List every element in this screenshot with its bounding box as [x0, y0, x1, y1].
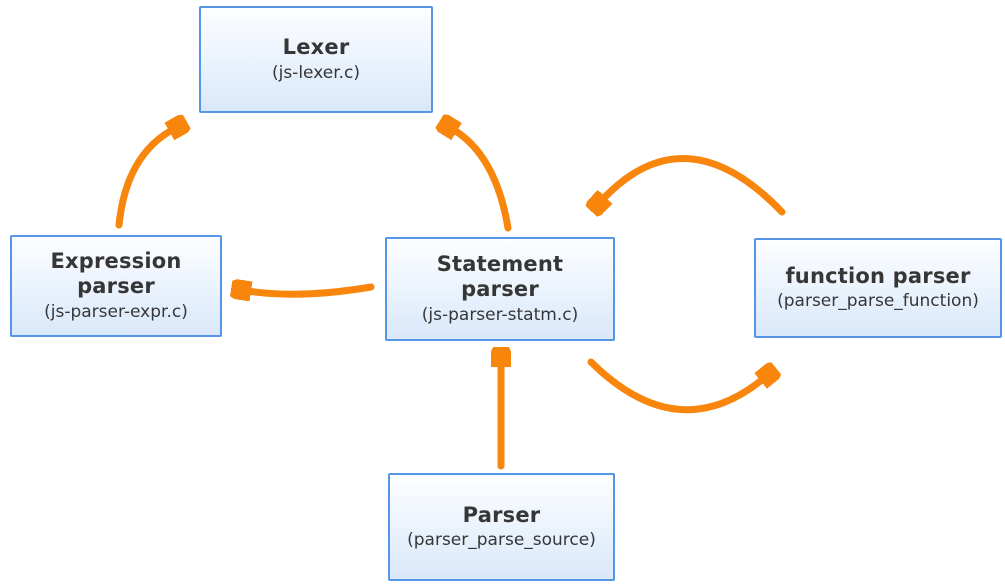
- node-expression-parser-subtitle: (js-parser-expr.c): [44, 301, 188, 322]
- node-function-parser-title: function parser: [785, 263, 971, 288]
- node-lexer: Lexer (js-lexer.c): [199, 6, 433, 113]
- arrow-statement-parser-to-lexer: [454, 130, 512, 232]
- node-parser: Parser (parser_parse_source): [388, 473, 615, 581]
- node-function-parser: function parser (parser_parse_function): [754, 238, 1002, 338]
- node-expression-parser: Expression parser (js-parser-expr.c): [10, 235, 222, 337]
- node-function-parser-subtitle: (parser_parse_function): [777, 291, 979, 312]
- arrow-statement-parser-to-expression-parser: [248, 287, 375, 294]
- node-parser-subtitle: (parser_parse_source): [407, 530, 596, 551]
- node-statement-parser-subtitle: (js-parser-statm.c): [421, 304, 579, 325]
- node-parser-title: Parser: [462, 502, 541, 527]
- node-statement-parser: Statement parser (js-parser-statm.c): [385, 237, 615, 341]
- node-expression-parser-title: Expression parser: [50, 249, 182, 298]
- node-lexer-subtitle: (js-lexer.c): [271, 62, 361, 83]
- arrow-function-parser-to-statement-parser: [603, 155, 786, 212]
- arrow-expression-parser-to-lexer: [115, 130, 172, 229]
- node-statement-parser-title: Statement parser: [436, 252, 564, 301]
- arrow-statement-parser-to-function-parser: [587, 358, 763, 414]
- node-lexer-title: Lexer: [282, 35, 350, 60]
